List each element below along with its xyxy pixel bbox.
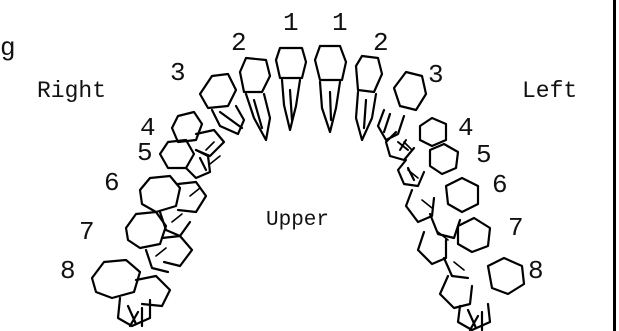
stray-letter: g: [0, 33, 16, 63]
left-canine-tooth: [376, 70, 428, 142]
right-tooth-number-2: 2: [231, 28, 247, 58]
left-first-premolar-tooth: [384, 116, 448, 162]
right-canine-tooth: [198, 72, 246, 136]
left-tooth-number-4: 4: [458, 113, 474, 143]
right-third-molar-tooth: [90, 258, 172, 328]
right-tooth-number-6: 6: [104, 168, 120, 198]
left-tooth-number-5: 5: [476, 140, 492, 170]
left-central-incisor-tooth: [313, 44, 348, 134]
right-side-label: Right: [37, 78, 107, 104]
right-central-incisor-tooth: [274, 46, 308, 132]
right-second-premolar-tooth: [158, 138, 212, 180]
right-first-molar-tooth: [138, 174, 208, 238]
left-tooth-number-6: 6: [492, 170, 508, 200]
left-tooth-number-3: 3: [428, 60, 444, 90]
left-first-molar-tooth: [404, 176, 480, 240]
right-tooth-number-3: 3: [170, 58, 186, 88]
right-tooth-number-1: 1: [283, 8, 299, 38]
left-third-molar-tooth: [438, 256, 526, 331]
right-tooth-number-4: 4: [140, 113, 156, 143]
left-tooth-number-8: 8: [528, 256, 544, 286]
right-lateral-incisor-tooth: [238, 56, 272, 142]
left-lateral-incisor-tooth: [354, 54, 384, 142]
frame-border-right: [613, 0, 616, 331]
right-tooth-number-7: 7: [79, 217, 95, 247]
upper-jaw-label: Upper: [266, 209, 330, 232]
left-tooth-number-7: 7: [508, 213, 524, 243]
right-tooth-number-5: 5: [137, 138, 153, 168]
left-side-label: Left: [522, 78, 578, 104]
left-tooth-number-1: 1: [332, 8, 348, 38]
right-tooth-number-8: 8: [60, 256, 76, 286]
right-second-molar-tooth: [124, 210, 194, 274]
left-tooth-number-2: 2: [373, 28, 389, 58]
left-second-molar-tooth: [416, 216, 492, 280]
